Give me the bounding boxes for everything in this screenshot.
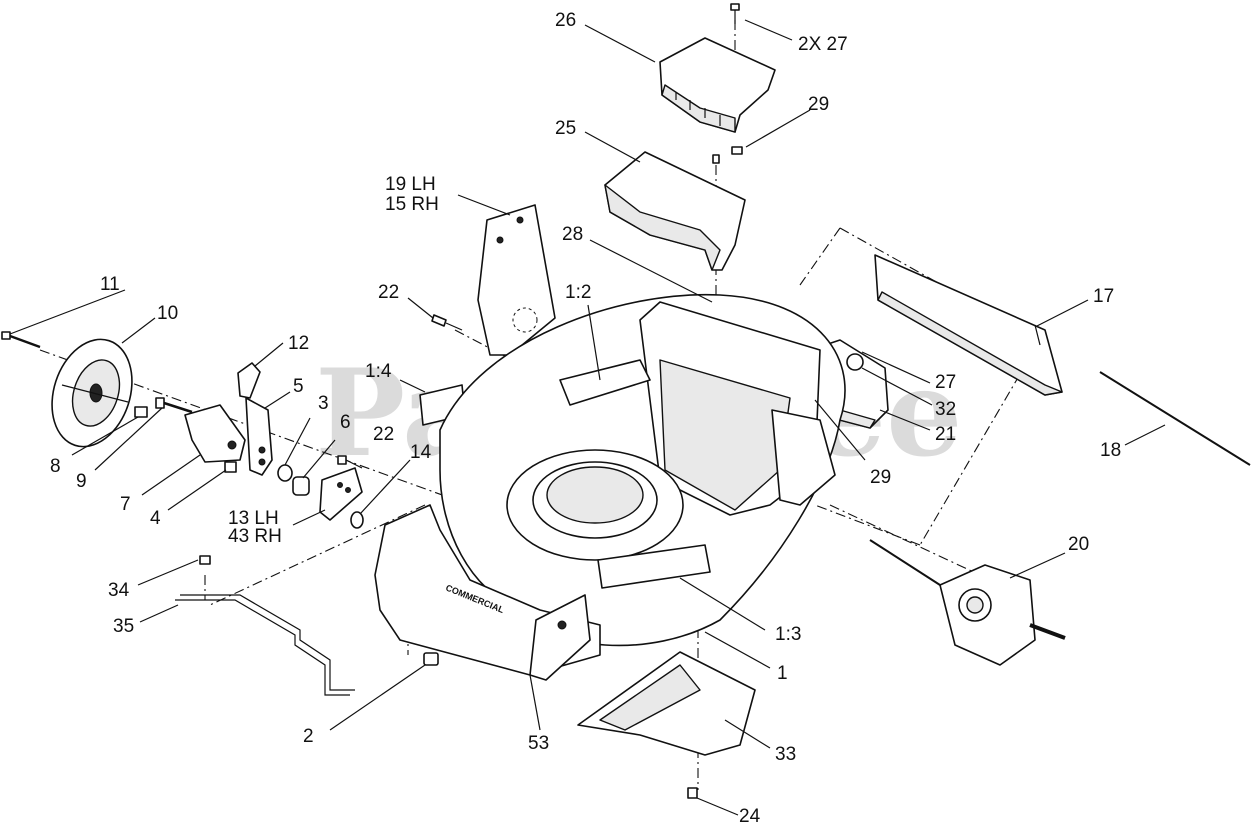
bolt-icon <box>155 397 193 414</box>
label-12: 12 <box>288 333 309 354</box>
screw-icon <box>730 3 740 24</box>
label-24: 24 <box>739 806 761 827</box>
rear-axle-part <box>175 555 355 696</box>
label-21: 21 <box>935 424 956 445</box>
label-4: 4 <box>150 508 161 529</box>
axle-bolt-icon <box>1 331 41 349</box>
rod-part <box>1099 371 1251 466</box>
label-53: 53 <box>528 733 549 754</box>
label-10: 10 <box>157 303 178 324</box>
label-43-rh: 43 RH <box>228 526 282 547</box>
spacer-icon <box>134 406 148 418</box>
callout-labels: 26 2X 27 29 25 19 LH 15 RH 28 22 1:2 17 … <box>50 10 1121 827</box>
label-22-mid: 22 <box>373 424 394 445</box>
label-2: 2 <box>303 726 314 747</box>
label-25: 25 <box>555 118 576 139</box>
label-7: 7 <box>120 494 131 515</box>
label-1-2: 1:2 <box>565 282 591 303</box>
washer-icon <box>350 511 364 529</box>
label-29-top: 29 <box>808 94 829 115</box>
label-13-lh: 13 LH <box>228 508 279 529</box>
bolt-icon <box>431 314 463 331</box>
label-5: 5 <box>293 376 304 397</box>
rear-shield-part <box>874 254 1063 396</box>
bushing-icon <box>292 476 310 496</box>
wheel-part <box>51 338 133 448</box>
label-27-right: 27 <box>935 372 956 393</box>
label-18: 18 <box>1100 440 1121 461</box>
bracket-part <box>604 151 746 271</box>
label-33: 33 <box>775 744 796 765</box>
label-1: 1 <box>777 663 788 684</box>
nut-icon <box>423 652 439 666</box>
height-adjust-plate-part <box>477 204 556 356</box>
label-8: 8 <box>50 456 61 477</box>
label-35: 35 <box>113 616 134 637</box>
discharge-chute-part <box>577 651 756 756</box>
adjust-lever-part <box>237 362 273 476</box>
bolt-icon <box>687 787 698 799</box>
pivot-plate-part <box>319 467 363 521</box>
label-3: 3 <box>318 393 329 414</box>
label-11: 11 <box>100 274 120 295</box>
label-1-4: 1:4 <box>365 361 392 382</box>
label-29-right: 29 <box>870 467 891 488</box>
leader-lines <box>9 19 1166 816</box>
label-9: 9 <box>76 471 87 492</box>
washer-icon <box>277 464 293 482</box>
label-14: 14 <box>410 442 432 463</box>
transmission-part <box>869 539 1066 666</box>
wheel-bracket-part <box>184 404 246 473</box>
label-32: 32 <box>935 399 956 420</box>
label-6: 6 <box>340 412 351 433</box>
label-17: 17 <box>1093 286 1114 307</box>
label-1-3: 1:3 <box>775 624 801 645</box>
label-19-lh: 19 LH <box>385 174 436 195</box>
label-22-top: 22 <box>378 282 399 303</box>
label-2x27: 2X 27 <box>798 34 848 55</box>
top-cover-part <box>659 37 776 133</box>
label-15-rh: 15 RH <box>385 194 439 215</box>
label-20: 20 <box>1068 534 1089 555</box>
label-34: 34 <box>108 580 130 601</box>
clip-icon <box>731 146 743 155</box>
label-28: 28 <box>562 224 583 245</box>
bolt-icon <box>337 455 363 469</box>
mower-deck-part: COMMERCIAL <box>374 293 846 681</box>
label-26: 26 <box>555 10 576 31</box>
